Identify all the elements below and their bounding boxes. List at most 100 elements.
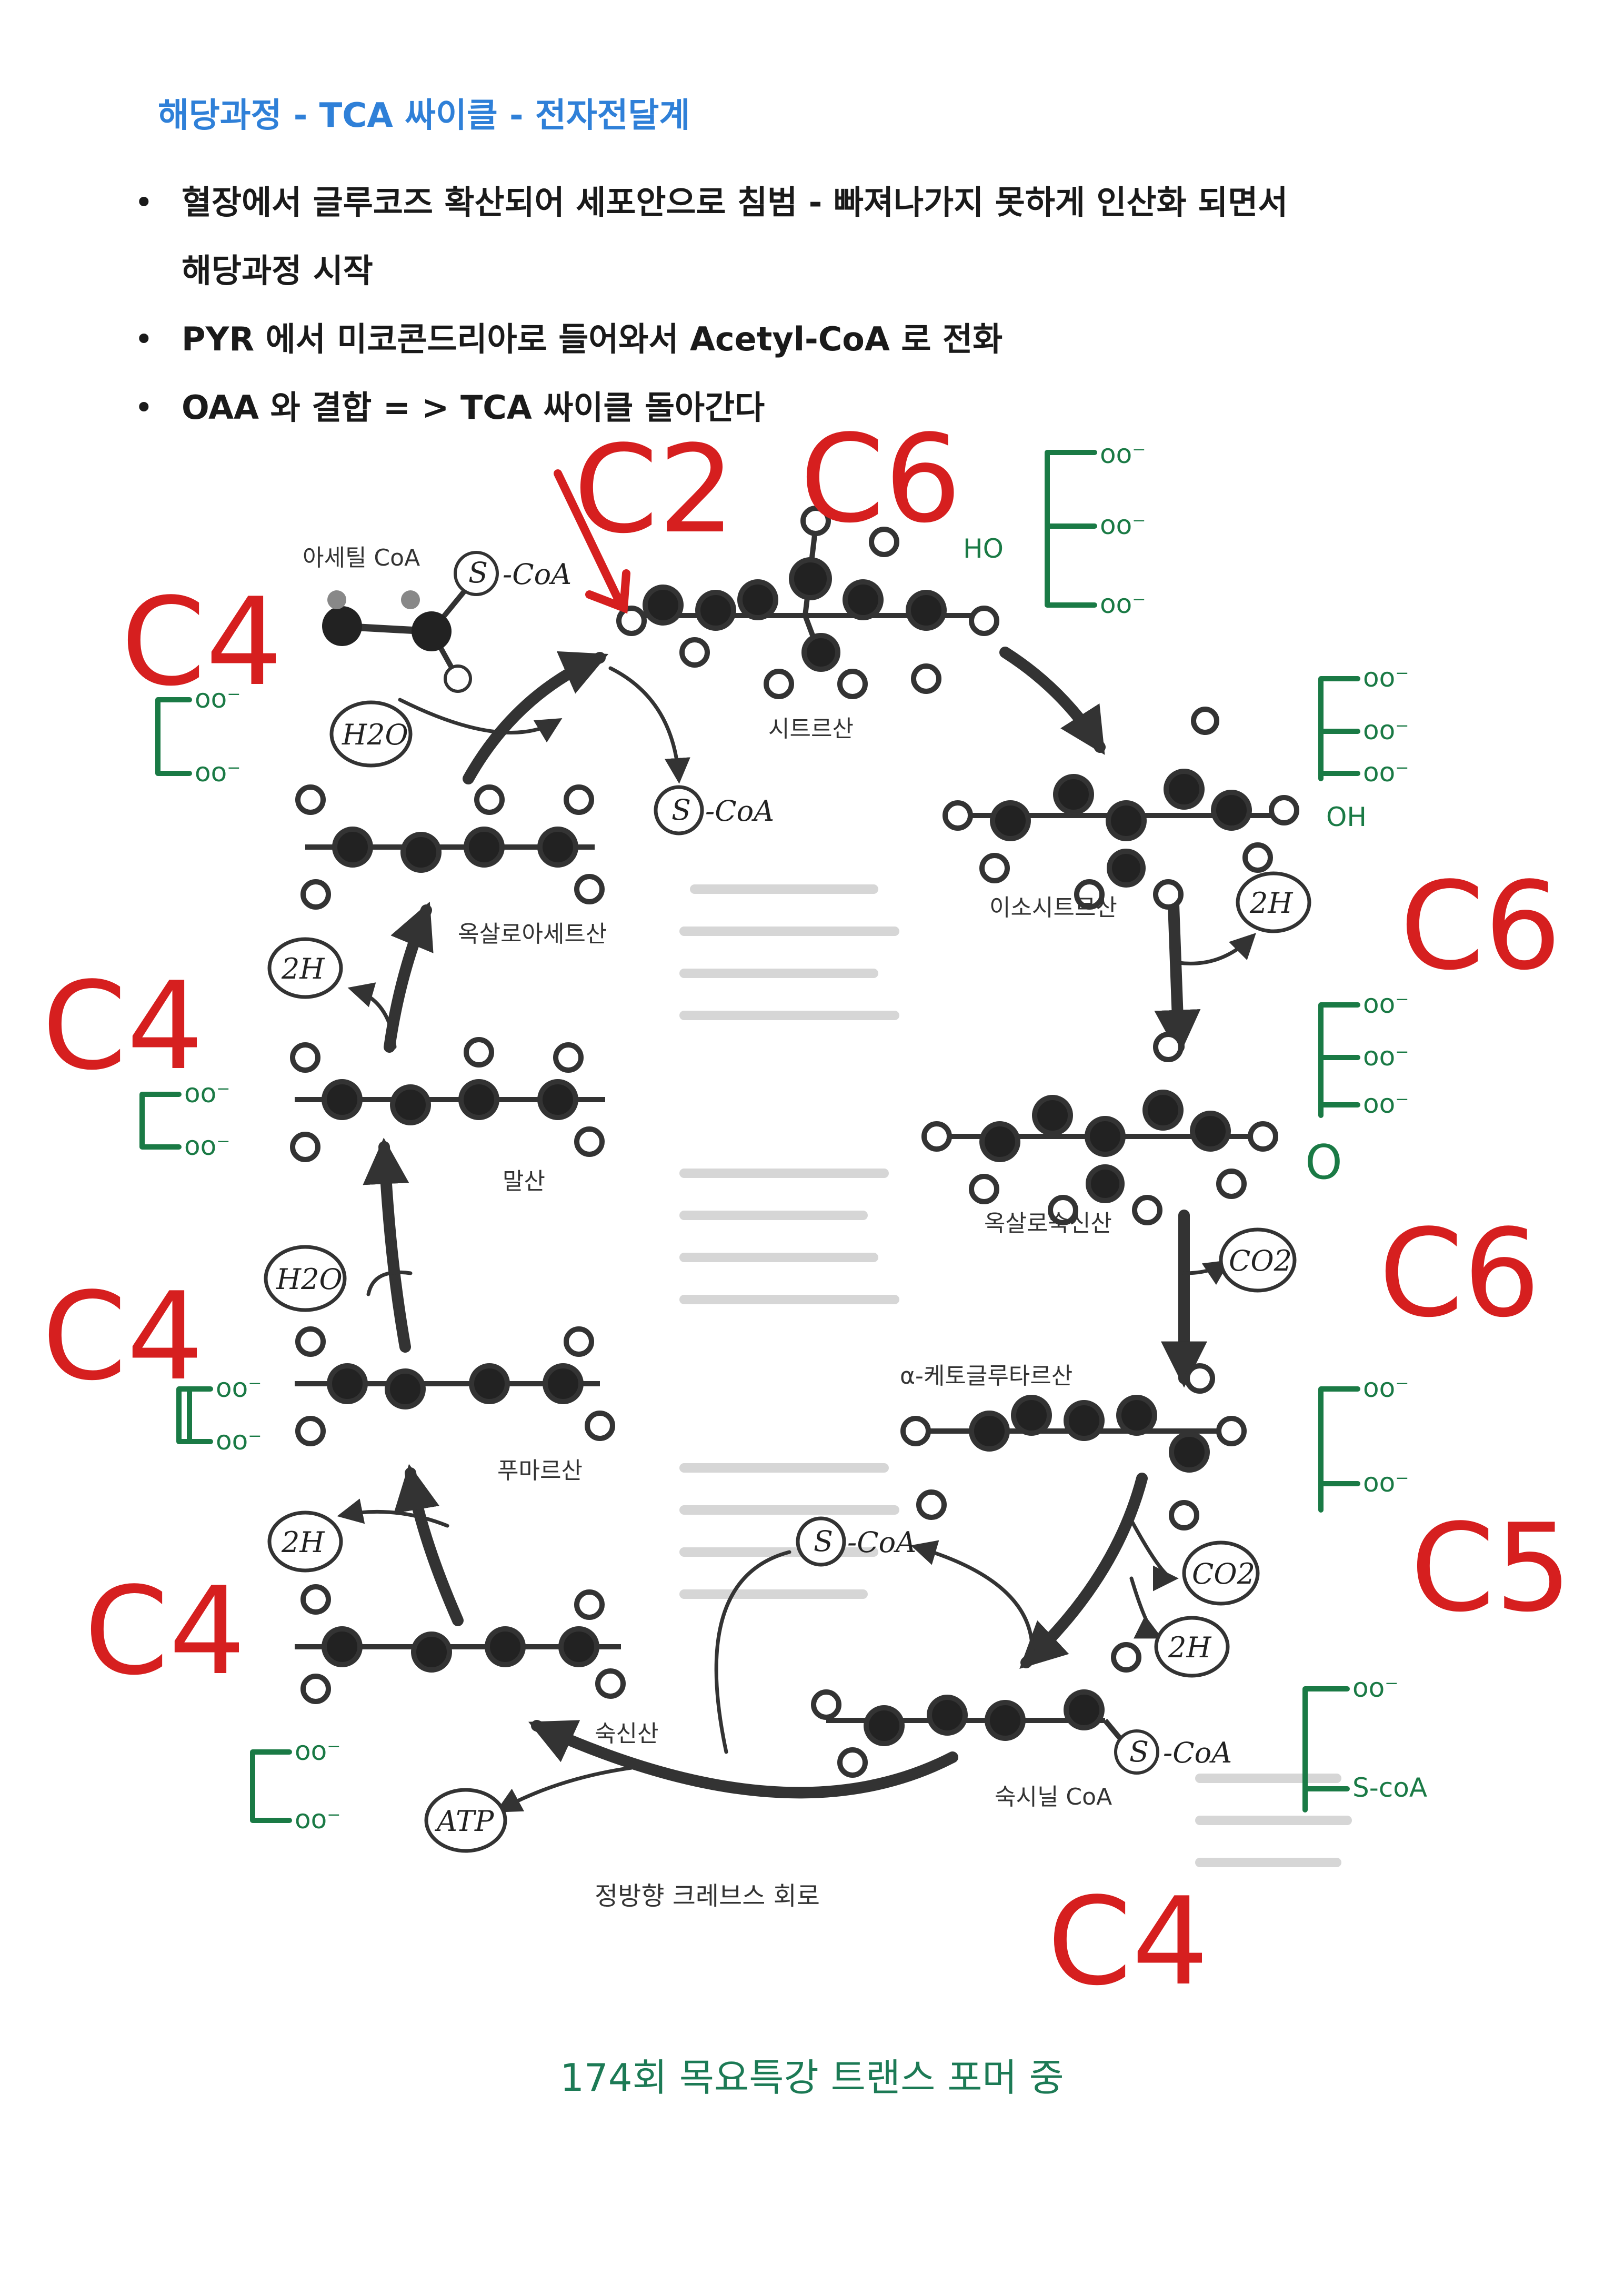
oxaloacetate-molecule <box>295 784 605 910</box>
arrow-succinate-to-fumarate <box>394 1464 464 1626</box>
sulfur-icon <box>454 551 499 596</box>
bullet-text: PYR 에서 미코콘드리아로 들어와서 Acetyl-CoA 로 전화 <box>182 320 1003 358</box>
svg-text:S: S <box>814 1525 833 1558</box>
handwritten-c6: C6 <box>1400 857 1561 997</box>
diagram-caption: 정방향 크레브스 회로 <box>595 1881 820 1911</box>
svg-text:2H: 2H <box>1168 1631 1211 1664</box>
fumarate-molecule <box>295 1326 615 1446</box>
handwritten-c4: C4 <box>1047 1872 1209 2012</box>
molecule-label-succinyl-coa: 숙시닐 CoA <box>995 1784 1112 1810</box>
molecule-label-isocitrate: 이소시트르산 <box>989 894 1117 921</box>
molecule-label-acetyl-coa: 아세틸 CoA <box>303 545 420 571</box>
handwritten-c2: C2 <box>574 420 735 560</box>
cofactor-h2o-top: H2O <box>329 700 413 768</box>
bullet-list: • 혈장에서 글루코즈 확산되어 세포안으로 침범 - 빠져나가지 못하게 인산… <box>118 168 1539 442</box>
background-text-lines <box>679 884 1352 1867</box>
handwritten-c6: C6 <box>800 409 961 550</box>
cycle-arrows <box>363 647 1207 1799</box>
svg-text:oo⁻: oo⁻ <box>1352 1673 1399 1703</box>
bullet-text: OAA 와 결합 = > TCA 싸이클 돌아간다 <box>182 388 765 427</box>
cofactor-atp: ATP <box>424 1788 507 1853</box>
bullet-dot: • <box>134 183 154 221</box>
svg-text:oo⁻: oo⁻ <box>195 683 241 714</box>
svg-text:oo⁻: oo⁻ <box>1363 715 1409 746</box>
succinate-molecule <box>295 1584 626 1704</box>
molecule-label-citrate: 시트르산 <box>768 716 854 742</box>
svg-text:oo⁻: oo⁻ <box>216 1425 262 1456</box>
handwritten-c4: C4 <box>42 1267 204 1407</box>
handwritten-green-labels: oo⁻ oo⁻ oo⁻ HO oo⁻ oo⁻ oo⁻ oo⁻ oo⁻ OH oo… <box>184 439 1427 1835</box>
handwritten-c4: C4 <box>42 956 204 1097</box>
handwritten-c6: C6 <box>1379 1204 1540 1344</box>
bullet-text-continued: 해당과정 시작 <box>182 251 373 290</box>
svg-text:H2O: H2O <box>276 1263 343 1296</box>
handwritten-c4: C4 <box>84 1562 246 1702</box>
molecule-label-succinate: 숙신산 <box>595 1720 658 1747</box>
sulfur-label: S <box>468 556 488 589</box>
cofactor-2h-succinate: 2H <box>267 1510 343 1573</box>
sulfur-label: S <box>1129 1735 1149 1768</box>
arrow-isocitrate-to-oxalosuccinate <box>1154 899 1201 1056</box>
svg-text:oo⁻: oo⁻ <box>1363 1467 1409 1498</box>
coa-label: -CoA <box>503 558 572 591</box>
svg-text:OH: OH <box>1326 802 1367 832</box>
cofactor-co2-oxalosuccinate: CO2 <box>1219 1227 1297 1293</box>
side-arrows <box>337 666 1256 1812</box>
arrow-citrate-to-isocitrate <box>999 647 1106 755</box>
molecule-label-alpha-kg: α-케토글루타르산 <box>900 1363 1072 1389</box>
svg-text:CO2: CO2 <box>1229 1244 1292 1277</box>
handwritten-c4: C4 <box>121 572 283 713</box>
svg-text:ATP: ATP <box>434 1805 495 1838</box>
footer-note: 174회 목요특강 트랜스 포머 중 <box>560 2056 1064 2100</box>
coa-label: -CoA <box>1163 1736 1232 1769</box>
molecule-label-oxaloacetate: 옥살로아세트산 <box>458 921 607 948</box>
svg-text:-CoA: -CoA <box>705 794 774 828</box>
cofactor-2h-malate: 2H <box>267 937 343 999</box>
sulfur-icon <box>1114 1729 1159 1775</box>
svg-text:2H: 2H <box>281 952 325 985</box>
arrow-fumarate-to-malate <box>363 1137 411 1353</box>
cofactor-h2o-fumarate: H2O <box>264 1245 347 1312</box>
cofactor-s-coa-released: S -CoA <box>654 785 774 835</box>
svg-text:oo⁻: oo⁻ <box>1363 1041 1409 1072</box>
cofactor-s-coa-added: S -CoA <box>796 1516 916 1567</box>
svg-text:2H: 2H <box>281 1526 325 1559</box>
bullet-dot: • <box>134 320 154 358</box>
svg-text:2H: 2H <box>1249 887 1293 920</box>
bullet-text: 혈장에서 글루코즈 확산되어 세포안으로 침범 - 빠져나가지 못하게 인산화 … <box>182 183 1288 221</box>
svg-text:oo⁻: oo⁻ <box>184 1078 230 1109</box>
handwritten-green-structures <box>139 450 1360 1823</box>
molecule-label-oxalosuccinate: 옥살로숙신산 <box>984 1210 1112 1237</box>
cofactor-2h-isocitrate: 2H <box>1236 871 1311 933</box>
molecule-label-malate: 말산 <box>503 1168 545 1195</box>
svg-text:HO: HO <box>963 533 1004 564</box>
svg-text:O: O <box>1305 1135 1342 1190</box>
svg-text:oo⁻: oo⁻ <box>1363 757 1409 788</box>
svg-text:oo⁻: oo⁻ <box>184 1131 230 1161</box>
svg-text:oo⁻: oo⁻ <box>295 1804 341 1835</box>
bullet-item: • 혈장에서 글루코즈 확산되어 세포안으로 침범 - 빠져나가지 못하게 인산… <box>118 168 1539 305</box>
svg-text:oo⁻: oo⁻ <box>195 757 241 788</box>
arrow-akg-to-succinylcoa <box>1019 1473 1148 1669</box>
citrate-molecule <box>616 506 999 699</box>
bullet-dot: • <box>134 388 154 427</box>
svg-text:oo⁻: oo⁻ <box>1363 1089 1409 1119</box>
svg-text:oo⁻: oo⁻ <box>1363 989 1409 1019</box>
svg-text:oo⁻: oo⁻ <box>1363 1373 1409 1403</box>
svg-text:oo⁻: oo⁻ <box>1100 439 1146 469</box>
svg-text:H2O: H2O <box>342 718 408 751</box>
isocitrate-molecule <box>943 707 1299 910</box>
svg-text:oo⁻: oo⁻ <box>1363 662 1409 693</box>
svg-text:-CoA: -CoA <box>847 1526 916 1559</box>
acetyl-coa-molecule: S -CoA 아세틸 CoA <box>303 545 572 693</box>
succinyl-coa-molecule <box>811 1642 1141 1778</box>
cofactor-co2-akg: CO2 <box>1182 1540 1260 1606</box>
svg-text:oo⁻: oo⁻ <box>295 1736 341 1766</box>
alpha-kg-molecule <box>900 1363 1247 1530</box>
page-title: 해당과정 - TCA 싸이클 - 전자전달계 <box>158 96 690 135</box>
svg-text:S-coA: S-coA <box>1352 1773 1427 1803</box>
arrow-malate-to-oaa <box>384 901 434 1053</box>
molecule-label-fumarate: 푸마르산 <box>497 1457 583 1484</box>
bullet-item: • OAA 와 결합 = > TCA 싸이클 돌아간다 <box>118 374 1539 442</box>
